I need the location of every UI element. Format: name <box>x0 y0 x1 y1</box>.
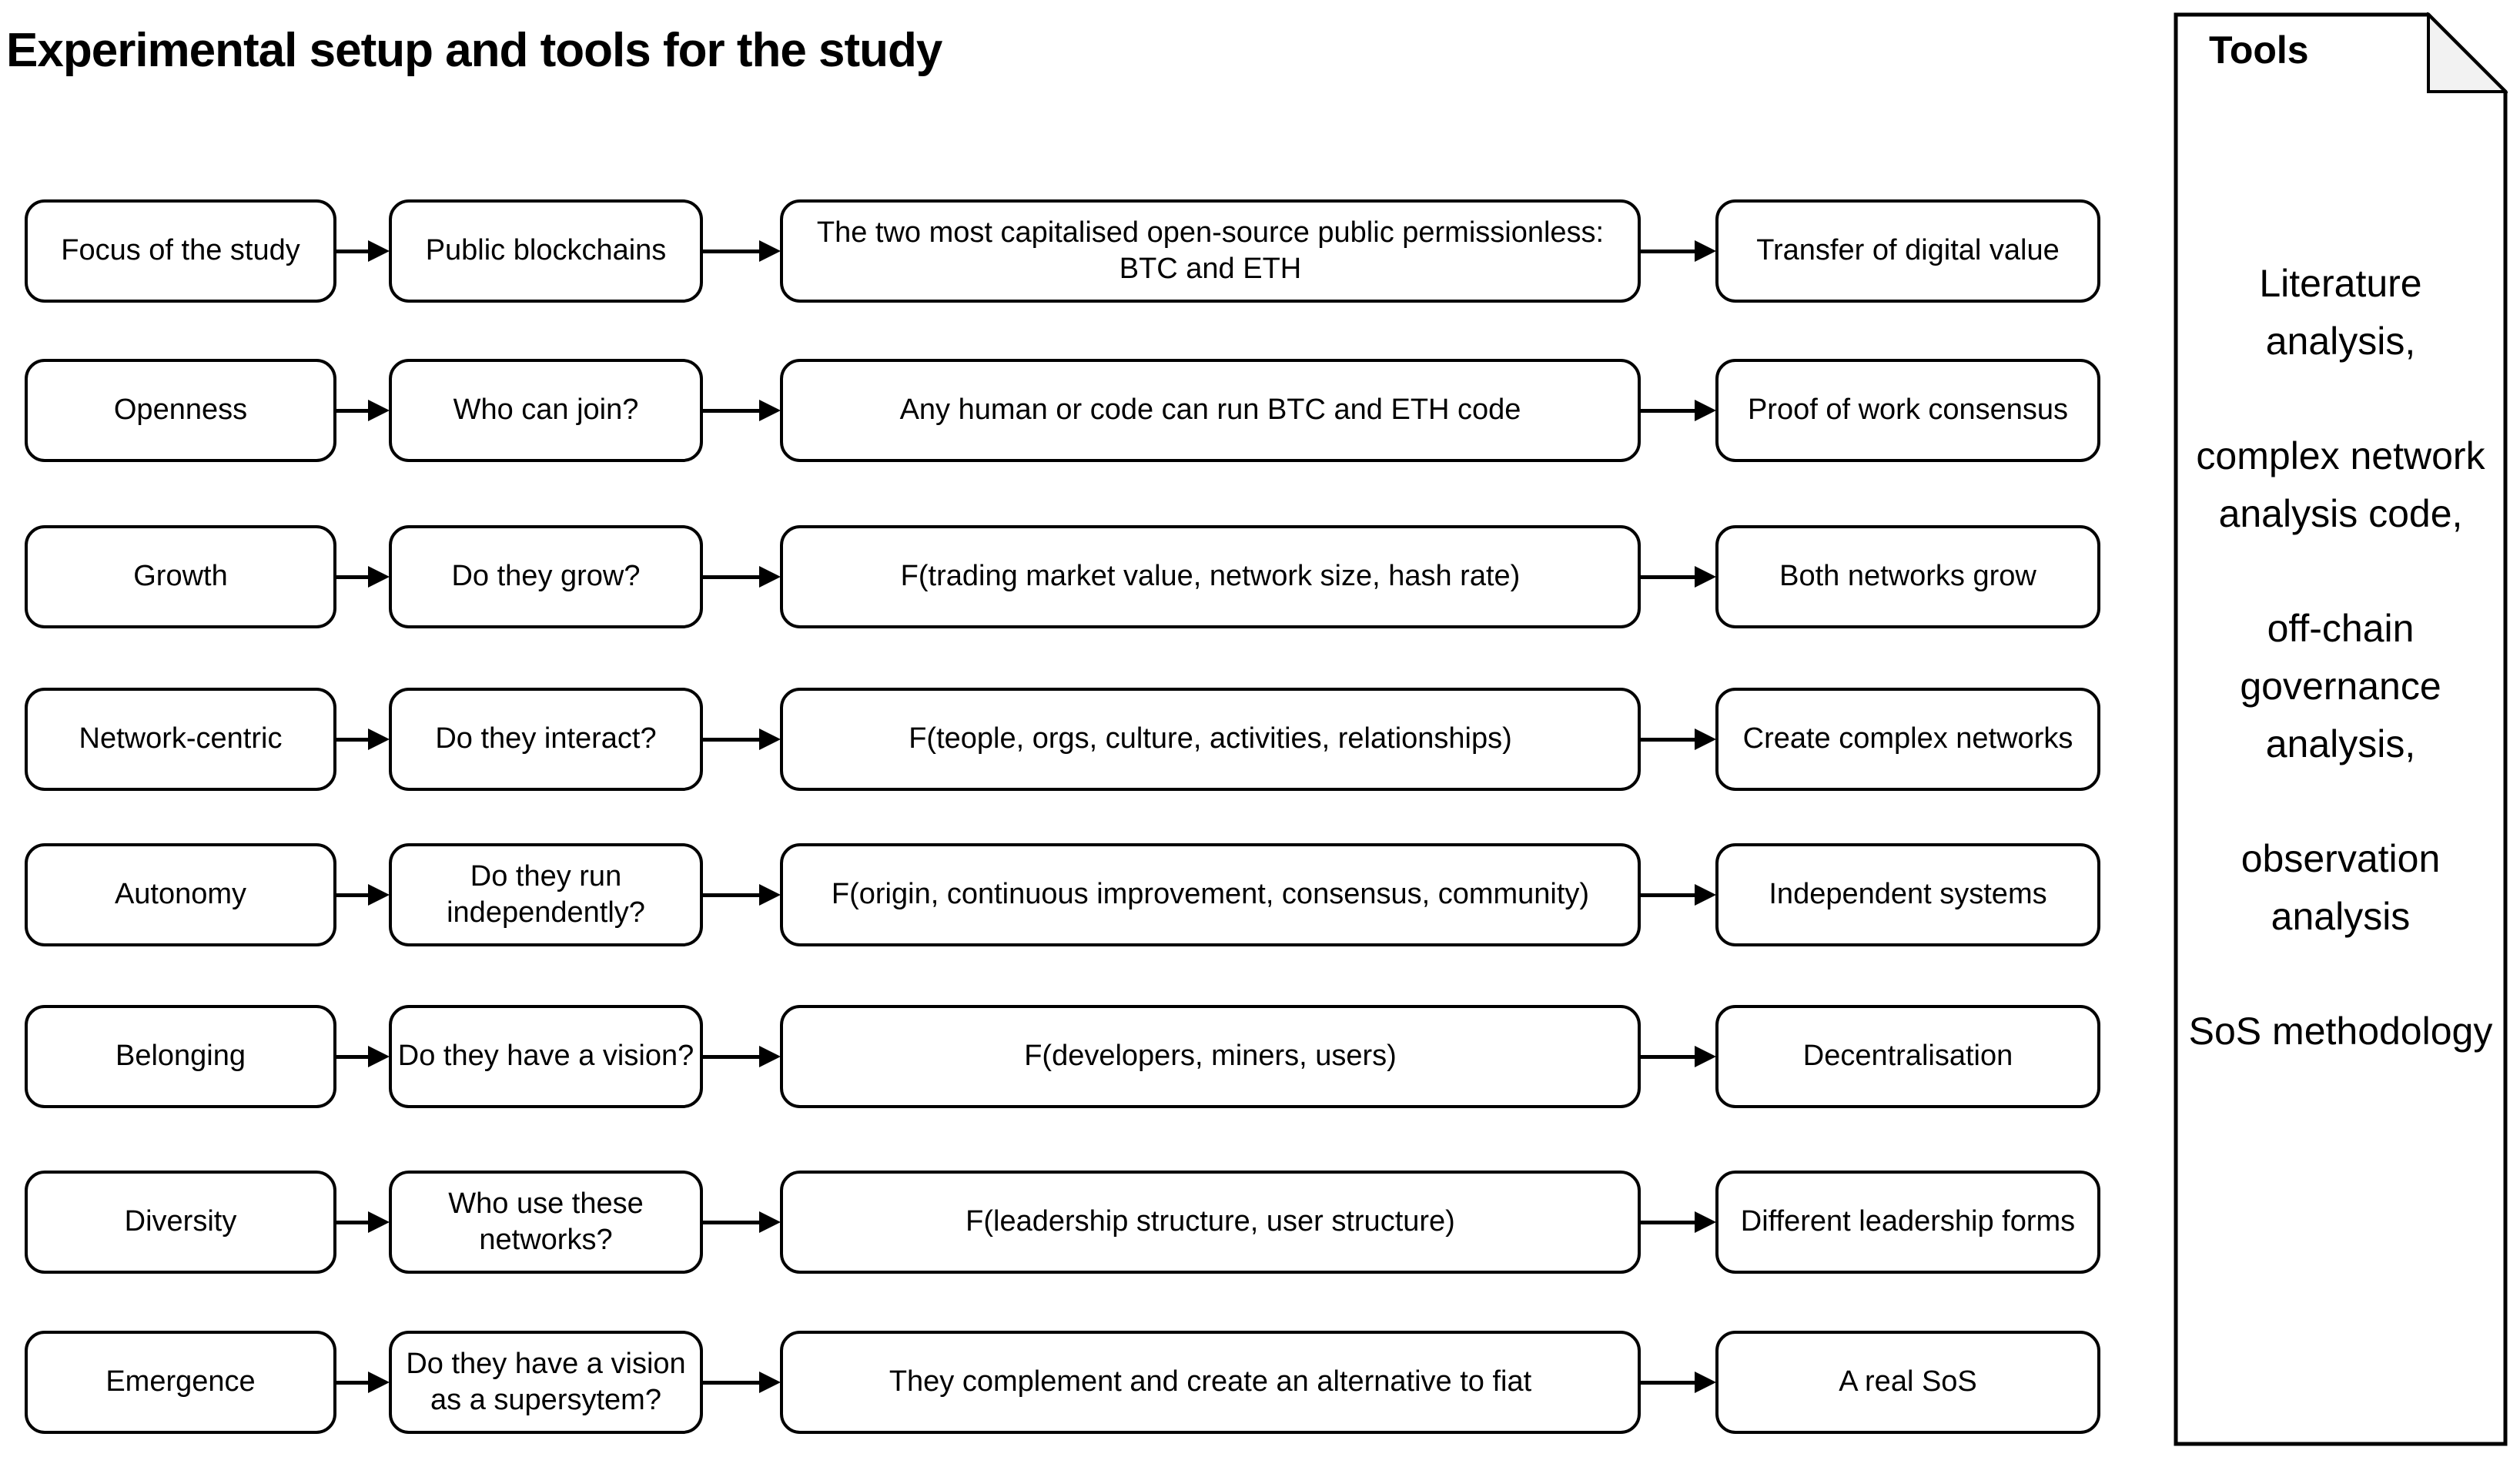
flow-row: Openness Who can join? Any human or code… <box>25 359 2100 462</box>
flow-box: Focus of the study <box>25 199 336 303</box>
flow-box: Diversity <box>25 1171 336 1274</box>
flow-box: Different leadership forms <box>1715 1171 2100 1274</box>
folded-corner-icon <box>2427 12 2508 93</box>
flow-row: Growth Do they grow? F(trading market va… <box>25 525 2100 628</box>
tools-item: observation analysis <box>2241 837 2441 938</box>
flow-box: Public blockchains <box>389 199 703 303</box>
flow-box: F(teople, orgs, culture, activities, rel… <box>780 688 1641 791</box>
flow-row: Focus of the study Public blockchains Th… <box>25 199 2100 303</box>
flow-box: Both networks grow <box>1715 525 2100 628</box>
flow-row: Diversity Who use these networks? F(lead… <box>25 1171 2100 1274</box>
flow-box: Who can join? <box>389 359 703 462</box>
flow-box: Do they interact? <box>389 688 703 791</box>
flow-box: Openness <box>25 359 336 462</box>
diagram-title: Experimental setup and tools for the stu… <box>6 24 942 77</box>
flow-box: Independent systems <box>1715 843 2100 946</box>
flow-box: Any human or code can run BTC and ETH co… <box>780 359 1641 462</box>
flow-box: F(leadership structure, user structure) <box>780 1171 1641 1274</box>
flow-box: Autonomy <box>25 843 336 946</box>
flow-box: Do they grow? <box>389 525 703 628</box>
flow-box: Who use these networks? <box>389 1171 703 1274</box>
flow-box: They complement and create an alternativ… <box>780 1331 1641 1434</box>
tools-list: Literature analysis, complex network ana… <box>2180 255 2502 1060</box>
flow-box: F(origin, continuous improvement, consen… <box>780 843 1641 946</box>
flow-box: Do they run independently? <box>389 843 703 946</box>
tools-item: SoS methodology <box>2188 1010 2493 1053</box>
flow-box: A real SoS <box>1715 1331 2100 1434</box>
flow-box: Proof of work consensus <box>1715 359 2100 462</box>
flow-box: Growth <box>25 525 336 628</box>
tools-item: Literature analysis, <box>2259 262 2422 363</box>
flow-box: Create complex networks <box>1715 688 2100 791</box>
flow-box: Network-centric <box>25 688 336 791</box>
tools-item: complex network analysis code, <box>2196 434 2485 535</box>
flow-box: F(trading market value, network size, ha… <box>780 525 1641 628</box>
flow-row: Autonomy Do they run independently? F(or… <box>25 843 2100 946</box>
flow-box: Belonging <box>25 1005 336 1108</box>
flow-row: Emergence Do they have a vision as a sup… <box>25 1331 2100 1434</box>
note-shape <box>2174 12 2508 1446</box>
flow-box: F(developers, miners, users) <box>780 1005 1641 1108</box>
flow-box: Do they have a vision as a supersytem? <box>389 1331 703 1434</box>
note-outline <box>2174 12 2508 1446</box>
flow-row: Network-centric Do they interact? F(teop… <box>25 688 2100 791</box>
flow-box: Emergence <box>25 1331 336 1434</box>
flow-box: The two most capitalised open-source pub… <box>780 199 1641 303</box>
flow-row: Belonging Do they have a vision? F(devel… <box>25 1005 2100 1108</box>
tools-panel: Tools Literature analysis, complex netwo… <box>2174 12 2508 1446</box>
flow-box: Decentralisation <box>1715 1005 2100 1108</box>
flow-box: Transfer of digital value <box>1715 199 2100 303</box>
tools-panel-title: Tools <box>2209 28 2309 72</box>
tools-item: off-chain governance analysis, <box>2240 607 2441 765</box>
flow-box: Do they have a vision? <box>389 1005 703 1108</box>
